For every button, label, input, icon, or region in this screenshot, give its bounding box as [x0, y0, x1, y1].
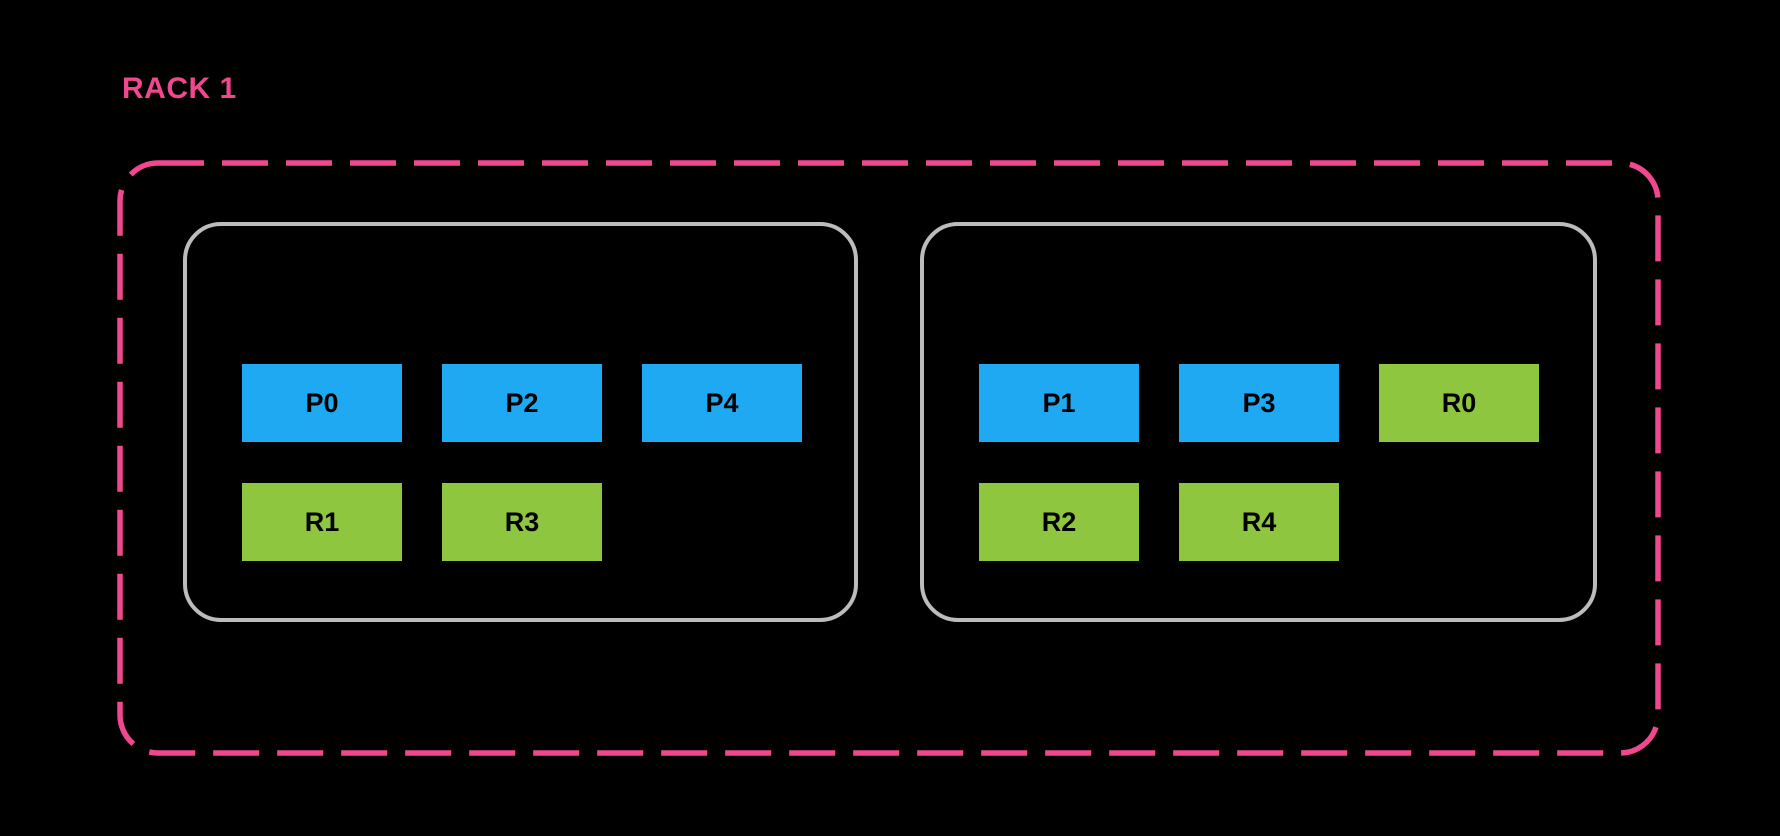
node-1-container: P1 P3 R0 R2 R4: [920, 222, 1597, 622]
box-r4: R4: [1179, 483, 1339, 561]
rack-label: RACK 1: [122, 72, 237, 105]
box-r1: R1: [242, 483, 402, 561]
box-r2: R2: [979, 483, 1139, 561]
box-r3: R3: [442, 483, 602, 561]
box-p4: P4: [642, 364, 802, 442]
box-p2: P2: [442, 364, 602, 442]
node-0-container: P0 P2 P4 R1 R3: [183, 222, 858, 622]
box-p3: P3: [1179, 364, 1339, 442]
box-p1: P1: [979, 364, 1139, 442]
box-r0: R0: [1379, 364, 1539, 442]
rack-dashed-rect: [117, 160, 1661, 756]
box-p0: P0: [242, 364, 402, 442]
